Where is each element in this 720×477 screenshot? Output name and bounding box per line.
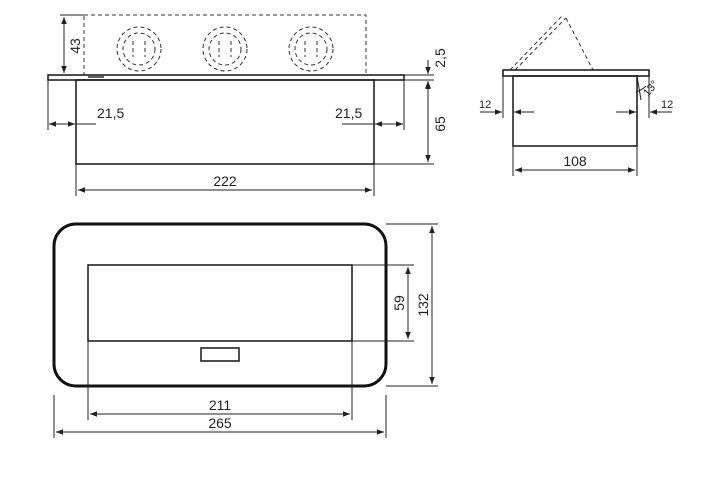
front-body bbox=[75, 79, 375, 165]
side-body bbox=[512, 75, 638, 147]
dim-12-left: 12 bbox=[479, 99, 491, 111]
dim-65: 65 bbox=[432, 116, 448, 132]
side-view: 12 12 13° 108 bbox=[479, 15, 673, 176]
latch bbox=[200, 347, 240, 362]
dim-265: 265 bbox=[208, 415, 232, 431]
dim-12-right: 12 bbox=[661, 99, 673, 111]
dim-222: 222 bbox=[213, 173, 237, 189]
dim-21-5-left: 21,5 bbox=[97, 105, 124, 121]
socket-housing-outline bbox=[83, 14, 367, 76]
top-frame bbox=[52, 222, 388, 388]
dim-43: 43 bbox=[67, 38, 83, 54]
dim-2-5: 2,5 bbox=[432, 48, 448, 68]
socket-2 bbox=[202, 26, 248, 72]
dim-211: 211 bbox=[209, 397, 232, 413]
socket-3 bbox=[288, 26, 334, 72]
top-opening bbox=[87, 264, 353, 342]
front-view: 43 2,5 65 21,5 21,5 222 bbox=[47, 14, 448, 196]
dim-59: 59 bbox=[391, 295, 407, 311]
side-lid bbox=[502, 69, 650, 77]
dim-132: 132 bbox=[415, 293, 431, 317]
dim-108: 108 bbox=[563, 153, 587, 169]
top-view: 59 132 211 265 bbox=[52, 222, 438, 438]
dim-13-deg: 13° bbox=[641, 78, 661, 98]
socket-1 bbox=[116, 26, 162, 72]
dim-21-5-right: 21,5 bbox=[335, 105, 362, 121]
